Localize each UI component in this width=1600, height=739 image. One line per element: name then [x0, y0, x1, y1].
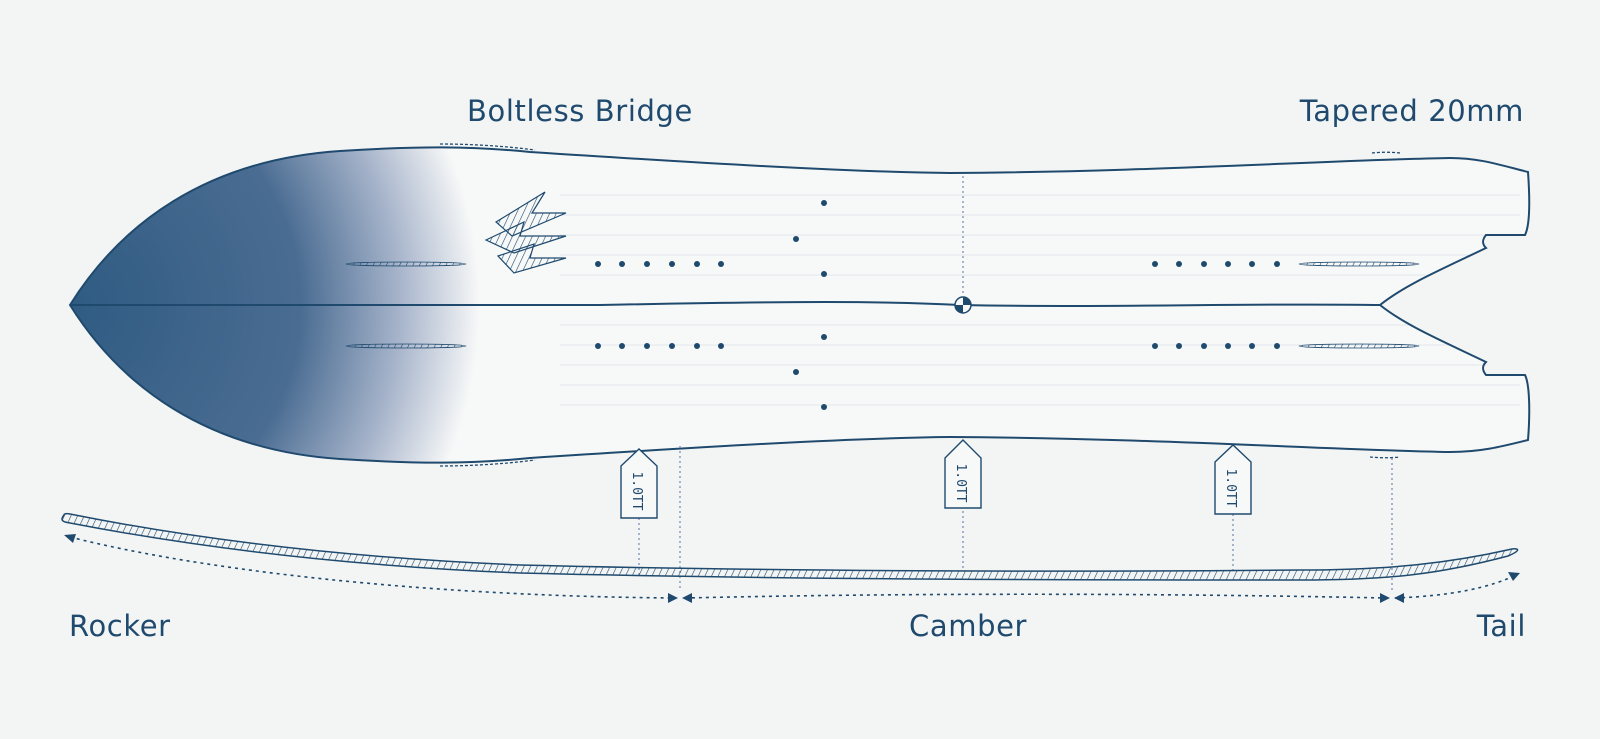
- flex-tag-right: 1.0TT: [1214, 444, 1252, 515]
- center-mark-icon: [954, 296, 972, 314]
- insert-dots: [595, 200, 1280, 410]
- board-side-profile: [61, 512, 1519, 581]
- edge-marks: [439, 143, 1401, 467]
- flex-tag-label: 1.0TT: [1223, 468, 1238, 507]
- lightning-logo-icon: [484, 191, 567, 274]
- label-boltless-bridge: Boltless Bridge: [467, 94, 693, 128]
- board-top-view: [68, 146, 1531, 464]
- flex-tag-label: 1.0TT: [953, 463, 968, 502]
- flex-tag-center: 1.0TT: [944, 439, 982, 509]
- arrowheads: [64, 534, 1520, 603]
- label-rocker: Rocker: [69, 609, 171, 643]
- label-tapered: Tapered 20mm: [1299, 94, 1524, 128]
- label-tail: Tail: [1476, 609, 1526, 643]
- profile-arrows: [69, 536, 1519, 599]
- flex-tag-label: 1.0TT: [629, 471, 644, 510]
- flex-tag-left: 1.0TT: [620, 448, 658, 519]
- insert-slots: [345, 261, 1420, 349]
- label-camber: Camber: [909, 609, 1028, 643]
